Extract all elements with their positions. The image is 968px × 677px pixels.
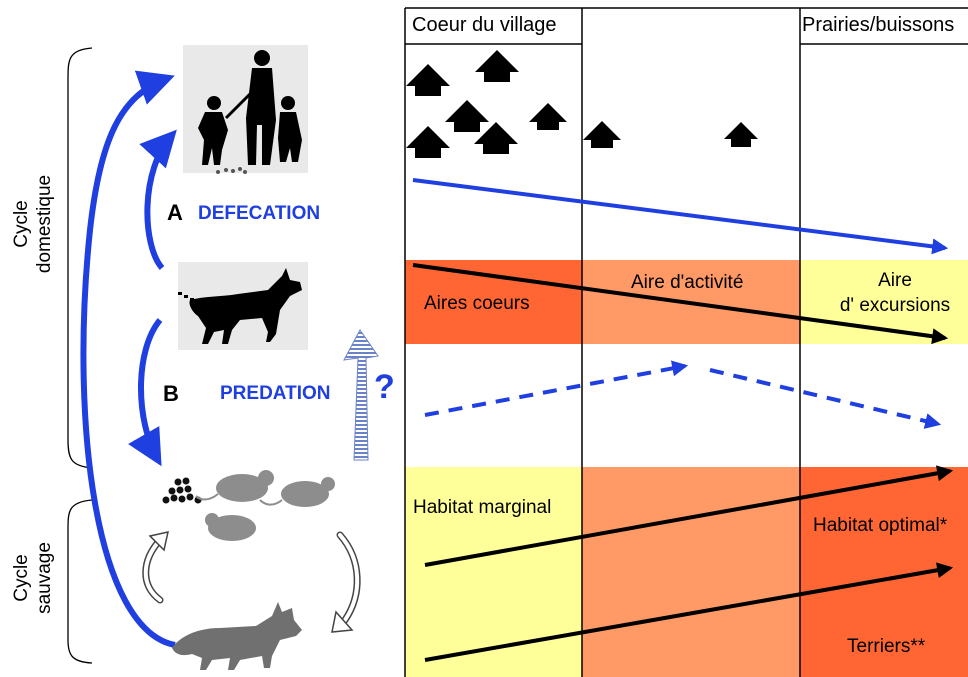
uncertain-transmission-label: ? (374, 368, 395, 406)
human-range-arrow (412, 178, 949, 255)
predation-fall-arrow (709, 368, 942, 429)
house-icon (475, 50, 519, 82)
wild-cycle-label-line1: Cycle (11, 554, 32, 602)
core-area-label: Aires coeurs (424, 293, 530, 314)
middle-habitat-band (582, 467, 800, 677)
zone-header-village-core: Coeur du village (412, 14, 557, 36)
houses-group (406, 50, 758, 158)
activity-area-label: Aire d'activité (631, 272, 744, 293)
house-icon (474, 122, 518, 154)
marginal-habitat-band (405, 467, 582, 677)
predation-rise-arrow (424, 360, 689, 417)
domestic-cycle-brace (67, 47, 93, 469)
dog-to-human-arrow (139, 129, 177, 270)
house-icon (724, 122, 758, 147)
dog-range-arrow (412, 263, 949, 345)
domestic-cycle-label-line2: domestique (34, 174, 55, 274)
house-icon (406, 126, 450, 158)
rodent-to-fox-head (331, 610, 354, 633)
house-icon (529, 103, 567, 130)
fox-habitat-arrow-lower (424, 562, 954, 662)
fox-icon (172, 602, 302, 670)
rodent-to-fox-arrow-inner (338, 533, 360, 622)
optimal-habitat-label: Habitat optimal* (813, 515, 948, 536)
defecation-label: DEFECATION (198, 203, 321, 224)
domestic-cycle-label: Cycle domestique (10, 144, 56, 304)
burrows-label: Terriers** (847, 636, 926, 657)
zone-header-meadows: Prairies/buissons (802, 14, 955, 36)
feces-icon (162, 477, 202, 504)
excursion-area-label-line1: Aire (878, 270, 912, 291)
domestic-cycle-label-line1: Cycle (11, 200, 32, 248)
zone-grid (404, 7, 968, 677)
label-b: B (163, 381, 179, 406)
house-icon (445, 100, 489, 132)
house-icon (406, 64, 450, 96)
family-silhouette-icon (183, 45, 308, 174)
marginal-habitat-label: Habitat marginal (413, 497, 552, 518)
fox-to-rodent-arrow-inner (143, 538, 162, 602)
wild-cycle-brace (67, 499, 93, 664)
house-icon (583, 121, 621, 148)
rodent-to-dog-arrow (128, 318, 163, 467)
fox-habitat-arrow-upper (424, 465, 954, 567)
fox-to-human-arrow (80, 70, 176, 648)
predation-label: PREDATION (220, 383, 331, 404)
striped-uncertain-arrow (343, 329, 379, 461)
fox-to-rodent-head (148, 531, 169, 552)
excursion-area-label-line2: d' excursions (839, 295, 951, 316)
label-a: A (167, 200, 183, 225)
dog-silhouette-icon (178, 262, 308, 350)
wild-cycle-label-line2: sauvage (34, 542, 55, 614)
core-area-band (405, 260, 582, 344)
excursion-area-label: Aire d' excursions (822, 268, 968, 318)
rodents-icon (162, 470, 335, 541)
wild-cycle-label: Cycle sauvage (10, 498, 56, 658)
